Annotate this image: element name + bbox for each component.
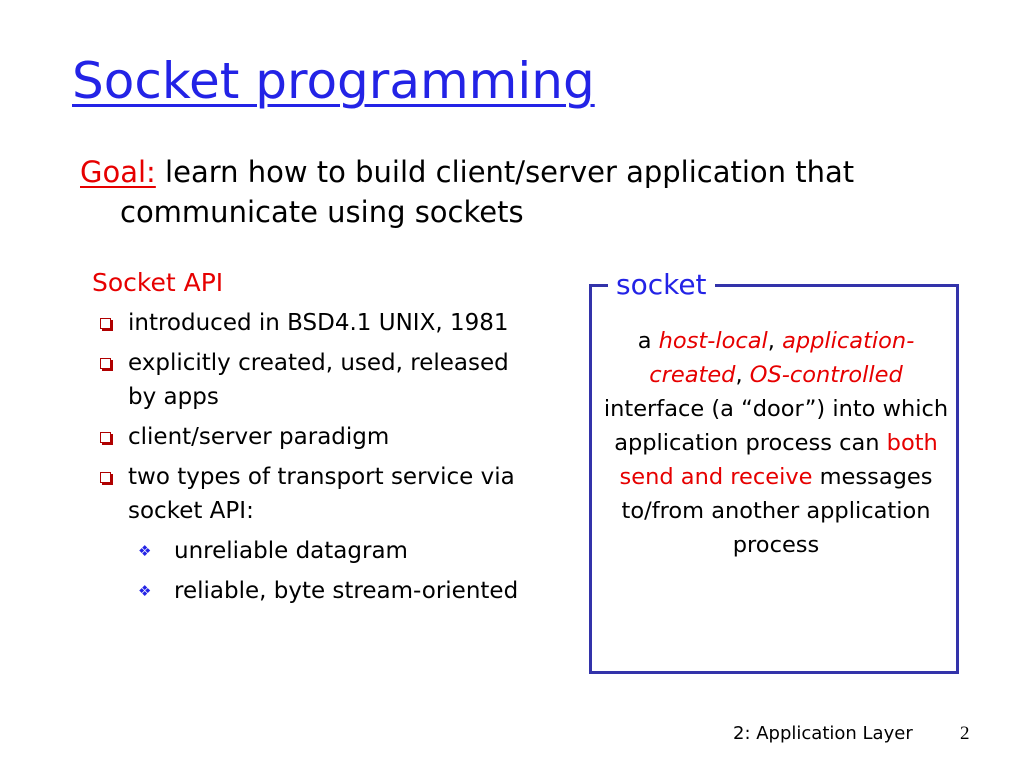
socket-definition-text: a host-local, application-created, OS-co… [598,324,954,562]
socket-box-label: socket [608,268,715,302]
socket-api-section: Socket API introduced in BSD4.1 UNIX, 19… [92,266,532,614]
goal-label: Goal: [80,155,156,189]
diamond-bullet-icon: ❖ [138,542,152,560]
definition-text: messages to/from another application pro… [621,464,933,558]
definition-text: interface (a “door”) into which applicat… [603,396,949,456]
bullet-item: explicitly created, used, released by ap… [92,346,532,414]
page-number: 2 [960,723,970,744]
socket-api-bullet-list: introduced in BSD4.1 UNIX, 1981 explicit… [92,306,532,608]
highlight-application-created: application-created [649,328,915,388]
definition-text: , [735,362,750,388]
sub-bullet-text: unreliable datagram [174,538,408,564]
square-bullet-icon [100,432,111,443]
footer-chapter: 2: Application Layer [733,723,913,744]
sub-bullet-text: reliable, byte stream-oriented [174,578,519,604]
bullet-text: explicitly created, used, released by ap… [128,350,509,410]
square-bullet-icon [100,318,111,329]
sub-bullet-item: ❖ unreliable datagram [128,534,532,568]
highlight-send-receive: both send and receive [619,430,938,490]
sub-bullet-item: ❖ reliable, byte stream-oriented [128,574,532,608]
definition-text: , [767,328,783,354]
socket-definition-box [589,284,959,674]
goal-statement: Goal: learn how to build client/server a… [80,152,1000,232]
bullet-item: two types of transport service via socke… [92,460,532,608]
diamond-bullet-icon: ❖ [138,582,152,600]
highlight-host-local: host-local [658,328,768,354]
bullet-text: client/server paradigm [128,424,390,450]
goal-text: learn how to build client/server applica… [120,155,855,229]
bullet-text: two types of transport service via socke… [128,464,515,524]
socket-api-heading: Socket API [92,268,224,297]
highlight-os-controlled: OS-controlled [749,362,903,388]
transport-types-list: ❖ unreliable datagram ❖ reliable, byte s… [128,534,532,608]
square-bullet-icon [100,358,111,369]
definition-text: a [637,328,659,354]
square-bullet-icon [100,472,111,483]
slide-title: Socket programming [72,52,595,110]
bullet-text: introduced in BSD4.1 UNIX, 1981 [128,310,509,336]
bullet-item: client/server paradigm [92,420,532,454]
bullet-item: introduced in BSD4.1 UNIX, 1981 [92,306,532,340]
